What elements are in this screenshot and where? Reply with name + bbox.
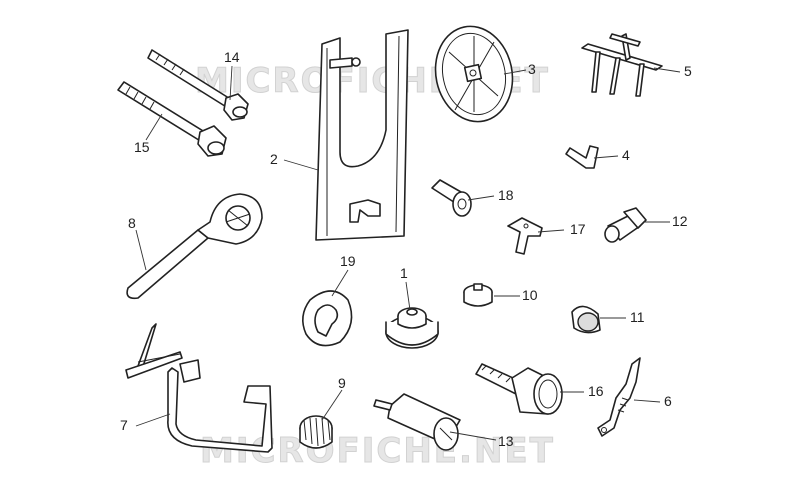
part-6-toothed-lever[interactable] [597,357,641,437]
part-3-degree-wheel[interactable] [427,19,521,129]
callout-9: 9 [338,375,346,391]
part-13-cylinder-driver[interactable] [373,393,461,451]
callout-12: 12 [672,213,688,229]
part-16-threaded-tube[interactable] [475,363,563,415]
part-8-wrench[interactable] [126,193,263,300]
part-18-sleeve[interactable] [431,179,472,217]
part-11-cap[interactable] [571,305,601,334]
part-9-spline-gear[interactable] [299,415,333,449]
callout-4: 4 [622,147,630,163]
part-1-cup-tool[interactable] [385,307,439,349]
leader-lines [135,65,681,441]
part-19-split-shim[interactable] [302,290,353,347]
callouts: 1 2 3 4 5 6 7 8 9 10 11 12 13 14 15 16 1… [120,49,692,449]
callout-16: 16 [588,383,604,399]
callout-11: 11 [630,309,645,325]
part-10-disc[interactable] [463,283,493,307]
callout-18: 18 [498,187,514,203]
part-14-bolt[interactable] [147,49,249,121]
callout-13: 13 [498,433,514,449]
callout-10: 10 [522,287,538,303]
part-4-bent-plate[interactable] [565,145,599,169]
callout-2: 2 [270,151,278,167]
callout-15: 15 [134,139,150,155]
part-17-bracket[interactable] [507,217,543,255]
part-7-clamp-frame[interactable] [125,323,273,453]
callout-14: 14 [224,49,240,65]
callout-5: 5 [684,63,692,79]
callout-17: 17 [570,221,586,237]
part-12-headed-pin[interactable] [604,207,647,243]
callout-1: 1 [400,265,408,281]
callout-7: 7 [120,417,128,433]
part-15-bolt[interactable] [117,81,227,157]
callout-8: 8 [128,215,136,231]
part-5-puller-bar[interactable] [581,33,663,97]
callout-19: 19 [340,253,356,269]
callout-3: 3 [528,61,536,77]
part-2-fork-tool[interactable] [315,29,409,241]
callout-6: 6 [664,393,672,409]
